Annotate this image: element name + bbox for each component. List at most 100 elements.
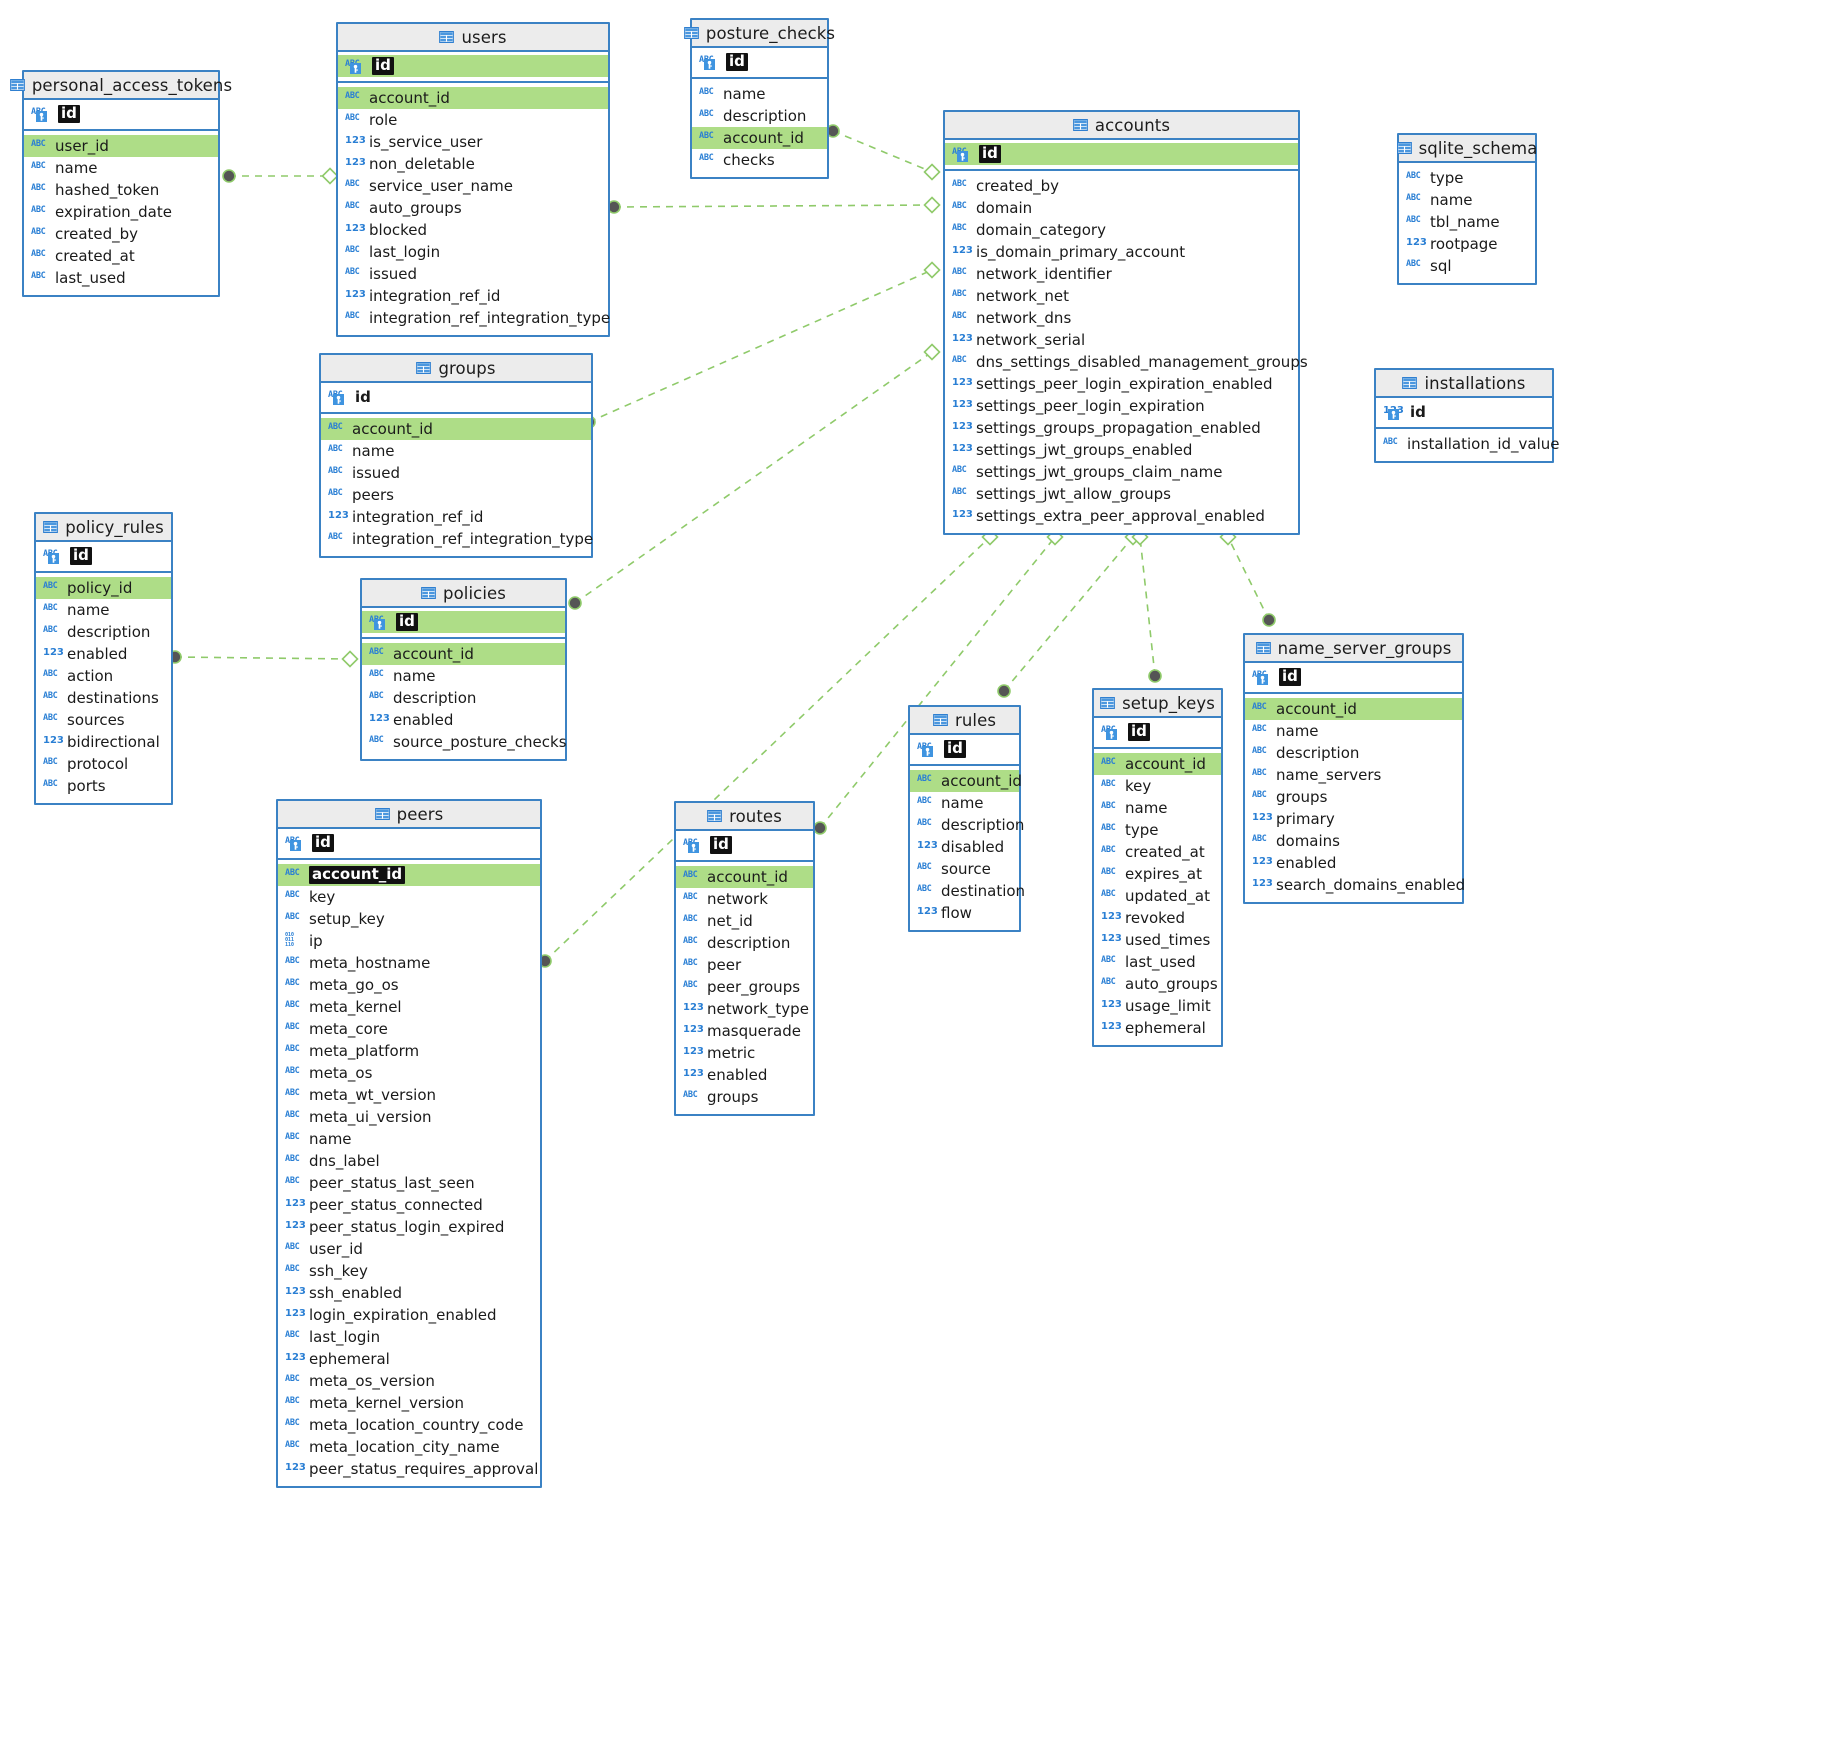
table-node-setup_keys[interactable]: setup_keysABCidABCaccount_idABCkeyABCnam… [1092, 688, 1223, 1047]
table-header[interactable]: users [338, 24, 608, 52]
table-header[interactable]: peers [278, 801, 540, 829]
pk-field-row[interactable]: ABCid [321, 386, 591, 408]
table-node-users[interactable]: usersABCidABCaccount_idABCrole123is_serv… [336, 22, 610, 337]
pk-field-row[interactable]: ABCid [36, 545, 171, 567]
pk-field-row[interactable]: ABCid [1094, 721, 1221, 743]
table-header[interactable]: personal_access_tokens [9, 72, 232, 100]
pk-field-row[interactable]: ABCid [24, 103, 218, 125]
table-node-accounts[interactable]: accountsABCidABCcreated_byABCdomainABCdo… [943, 110, 1308, 535]
pk-field-row[interactable]: ABCid [338, 55, 608, 77]
table-header[interactable]: accounts [945, 112, 1298, 140]
pk-field-row[interactable]: ABCid [676, 834, 813, 856]
table-header[interactable]: rules [910, 707, 1019, 735]
table-node-personal_access_tokens[interactable]: personal_access_tokensABCidABCuser_idABC… [9, 70, 232, 297]
table-header[interactable]: name_server_groups [1245, 635, 1462, 663]
pk-field-row[interactable]: ABCid [362, 611, 565, 633]
pk-field-row[interactable]: ABCid [692, 51, 827, 73]
table-header[interactable]: sqlite_schema [1396, 135, 1537, 163]
table-header[interactable]: setup_keys [1094, 690, 1221, 718]
table-node-posture_checks[interactable]: posture_checksABCidABCnameABCdescription… [684, 18, 835, 179]
pk-field-row[interactable]: ABCid [278, 832, 540, 854]
table-header[interactable]: groups [321, 355, 591, 383]
table-node-rules[interactable]: rulesABCidABCaccount_idABCnameABCdescrip… [908, 705, 1025, 932]
table-header[interactable]: policies [362, 580, 565, 608]
table-node-installations[interactable]: installations123idABCinstallation_id_val… [1374, 368, 1559, 463]
table-node-policies[interactable]: policiesABCidABCaccount_idABCnameABCdesc… [360, 578, 567, 761]
table-header[interactable]: policy_rules [36, 514, 171, 542]
